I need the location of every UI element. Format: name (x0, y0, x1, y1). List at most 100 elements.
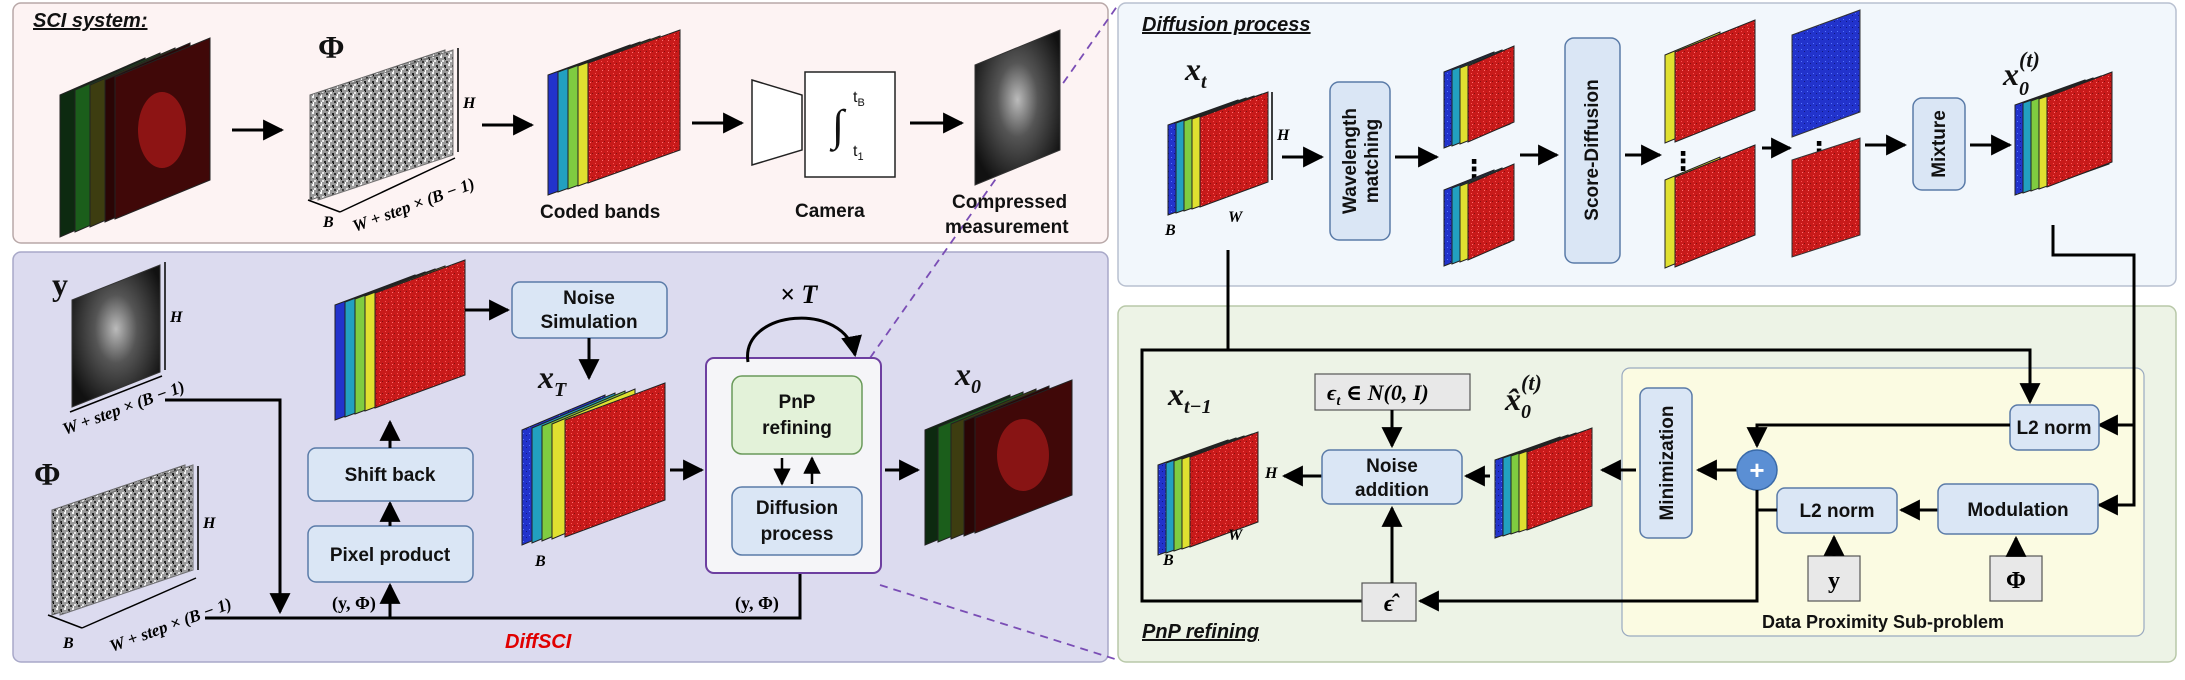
l2-top-label: L2 norm (2017, 418, 2092, 439)
score-cube-bottom (1664, 144, 1756, 269)
sci-dim-h: H (462, 95, 476, 112)
xt-dim-b: B (1164, 222, 1176, 239)
wavelength-box (1329, 81, 1391, 241)
blue-band (1791, 9, 1861, 138)
xt-dim-h: H (1276, 127, 1290, 144)
matched-cube-top (1443, 45, 1515, 149)
diff-box-label-2: process (761, 524, 834, 545)
red-band (1791, 137, 1861, 258)
xt-cube (1167, 91, 1269, 216)
score-diffusion-label: Score-Diffusion (1582, 79, 1603, 220)
noise-add-label-2: addition (1355, 480, 1429, 501)
loop-arrow (746, 316, 862, 363)
modulation-label: Modulation (1967, 500, 2068, 521)
score-diffusion-box (1564, 37, 1621, 264)
noise-sim-label-1: Noise (563, 288, 615, 309)
diffsci-phi-mask-cube (51, 464, 194, 616)
diffsci-bottom-bus (205, 550, 811, 620)
pnp-y-box (1807, 555, 1861, 602)
sci-dim-b: B (322, 214, 334, 231)
x0hat-cube (1494, 427, 1593, 539)
pnp-box-label-1: PnP (779, 392, 816, 413)
sci-compressed-measurement (974, 29, 1061, 186)
int-upper: tB (853, 89, 865, 109)
sci-spectral-cube (59, 37, 211, 238)
noise-add-label-1: Noise (1366, 456, 1418, 477)
diffsci-yphi-1: (y, Φ) (332, 593, 376, 614)
diffsci-phi-dim-w-line (81, 577, 197, 629)
zoom-line-top (869, 4, 1119, 359)
mixture-label: Mixture (1929, 110, 1950, 178)
matched-cube-bottom (1443, 163, 1515, 267)
xt-label: xt (1184, 51, 1208, 93)
plus-label: + (1749, 455, 1764, 485)
xT-cube (521, 382, 666, 546)
x0t-label: x0(t) (2002, 47, 2040, 100)
diffusion-process-box (731, 486, 863, 556)
diffsci-phi-dim-h: H (202, 515, 216, 532)
diffsci-yphi-2: (y, Φ) (735, 593, 779, 614)
x0hat-label: x̂0(t) (1504, 370, 1542, 423)
sci-phi-mask-cube (309, 49, 454, 201)
score-cube-top (1664, 19, 1756, 144)
noise-addition-box (1321, 449, 1463, 505)
diffsci-y-label: y (52, 266, 68, 302)
x0-cube (924, 379, 1073, 546)
diffsci-y-route (165, 398, 291, 615)
times-T-label: × T (780, 280, 818, 309)
diffsci-y-dim-w-line (69, 375, 163, 413)
minimization-label: Minimization (1657, 405, 1678, 520)
sci-compressed-label-1: Compressed (952, 192, 1067, 213)
route-l2top-to-plus (1746, 423, 2010, 449)
l2-norm-top-box (2009, 404, 2100, 451)
pnp-box-label-2: refining (762, 418, 832, 439)
xt1-label: xt−1 (1167, 376, 1212, 418)
int-lower: t1 (853, 143, 864, 163)
route-plus-to-epshat (1417, 490, 1759, 612)
sci-dim-b-line (307, 199, 341, 213)
diffsci-y-dim-h: H (169, 309, 183, 326)
sci-phi-label: Φ (318, 29, 345, 65)
noise-sim-label-2: Simulation (540, 312, 637, 333)
xt1-dim-b: B (1162, 552, 1174, 569)
sci-title: SCI system: (33, 10, 148, 32)
dps-label: Data Proximity Sub-problem (1762, 612, 2004, 632)
eps-hat-box (1361, 582, 1417, 622)
shift-back-label: Shift back (345, 465, 436, 486)
sci-compressed-label-2: measurement (945, 217, 1069, 238)
minimization-box (1639, 387, 1693, 539)
epsilon-box (1314, 373, 1471, 411)
x0t-cube (2014, 71, 2113, 196)
pixel-product-label: Pixel product (330, 545, 451, 566)
pnp-phi-label: Φ (2006, 568, 2026, 594)
route-xt-to-pnp (1226, 250, 2041, 405)
diffusion-title: Diffusion process (1142, 14, 1311, 36)
diffsci-phi-dim-b: B (62, 635, 74, 652)
modulation-box (1937, 483, 2099, 535)
pnp-title: PnP refining (1142, 621, 1259, 643)
xT-label: xT (537, 359, 567, 401)
sci-coded-bands-label: Coded bands (540, 202, 660, 223)
wavelength-label-1: Wavelength (1340, 108, 1361, 214)
diffsci-phi-label: Φ (34, 456, 61, 492)
diffsci-label: DiffSCI (505, 631, 572, 653)
xt-dim-w: W (1228, 209, 1244, 226)
diff-box-label-1: Diffusion (756, 498, 838, 519)
sci-camera-label: Camera (795, 201, 865, 222)
sci-coded-bands (547, 29, 681, 196)
pnp-refining-box (731, 375, 863, 455)
epsilon-label: ϵt ∈ N(0, I) (1327, 380, 1429, 409)
route-left-loop (1140, 348, 1362, 603)
route-x0t-to-modulation (2051, 225, 2136, 516)
diffsci-y-measurement (71, 264, 161, 408)
pnp-y-label: y (1828, 568, 1840, 594)
camera-icon: ∫ tB t1 (751, 71, 896, 178)
mixture-box (1912, 97, 1966, 191)
xt1-cube (1157, 431, 1259, 556)
wavelength-label-2: matching (1362, 119, 1383, 203)
l2-bottom-label: L2 norm (1800, 501, 1875, 522)
xt1-dim-h: H (1264, 465, 1278, 482)
svg-text:∫: ∫ (829, 101, 847, 152)
xt1-dim-w: W (1228, 527, 1244, 544)
